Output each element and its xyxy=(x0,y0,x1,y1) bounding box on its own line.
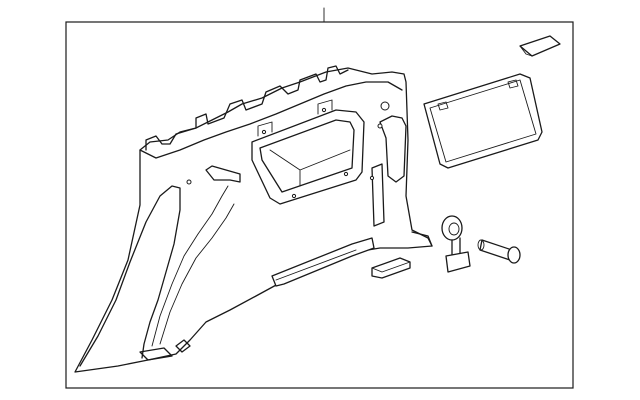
panel-hole-mid xyxy=(369,175,375,181)
panel-inner-groove-2 xyxy=(159,203,235,345)
push-pin-fastener xyxy=(477,239,521,264)
lower-trim-strip xyxy=(271,237,375,287)
storage-opening-outer xyxy=(251,109,365,205)
storage-opening-inner xyxy=(259,119,355,193)
clip-front xyxy=(519,45,533,57)
quarter-trim-panel xyxy=(74,65,433,373)
panel-lower-contour xyxy=(79,185,181,367)
lid-hinge-right xyxy=(507,79,519,89)
lid-inner xyxy=(429,79,537,163)
panel-outline xyxy=(74,67,433,373)
storage-hinge-tab-right xyxy=(317,99,333,115)
pin-tip xyxy=(477,239,485,251)
hook-eyelet xyxy=(441,215,471,273)
hook-ring-inner xyxy=(448,222,460,236)
hook-base xyxy=(445,251,471,273)
foot-pad xyxy=(371,257,411,279)
storage-screw-1 xyxy=(261,129,267,135)
panel-vertical-slot xyxy=(371,163,385,227)
panel-grab-handle xyxy=(205,165,241,183)
small-clip xyxy=(519,35,561,57)
diagram-frame xyxy=(65,21,574,389)
panel-bottom-step xyxy=(139,347,173,361)
foot-pad-body xyxy=(371,257,411,279)
storage-screw-3 xyxy=(291,193,297,199)
pin-head xyxy=(507,246,521,264)
storage-screw-2 xyxy=(321,107,327,113)
panel-right-tab xyxy=(411,231,433,247)
pin-body xyxy=(479,239,513,261)
panel-top-edge xyxy=(139,81,403,159)
clip-body xyxy=(519,35,561,57)
lid-hinge-left xyxy=(437,101,449,111)
panel-hole-right xyxy=(380,101,390,111)
storage-opening-depth xyxy=(269,149,351,187)
panel-side-pocket xyxy=(379,115,407,183)
foot-pad-top xyxy=(371,261,411,273)
storage-hinge-tab-left xyxy=(257,121,273,137)
storage-screw-4 xyxy=(343,171,349,177)
lid-outer xyxy=(423,73,543,169)
panel-inner-groove xyxy=(151,185,229,347)
hook-stem xyxy=(451,237,461,257)
panel-bottom-clip xyxy=(175,339,191,353)
panel-hole-small xyxy=(377,123,383,129)
strip-edge xyxy=(275,249,357,281)
storage-lid xyxy=(423,73,543,169)
panel-hole-left xyxy=(186,179,192,185)
panel-top-tabs xyxy=(145,65,349,151)
